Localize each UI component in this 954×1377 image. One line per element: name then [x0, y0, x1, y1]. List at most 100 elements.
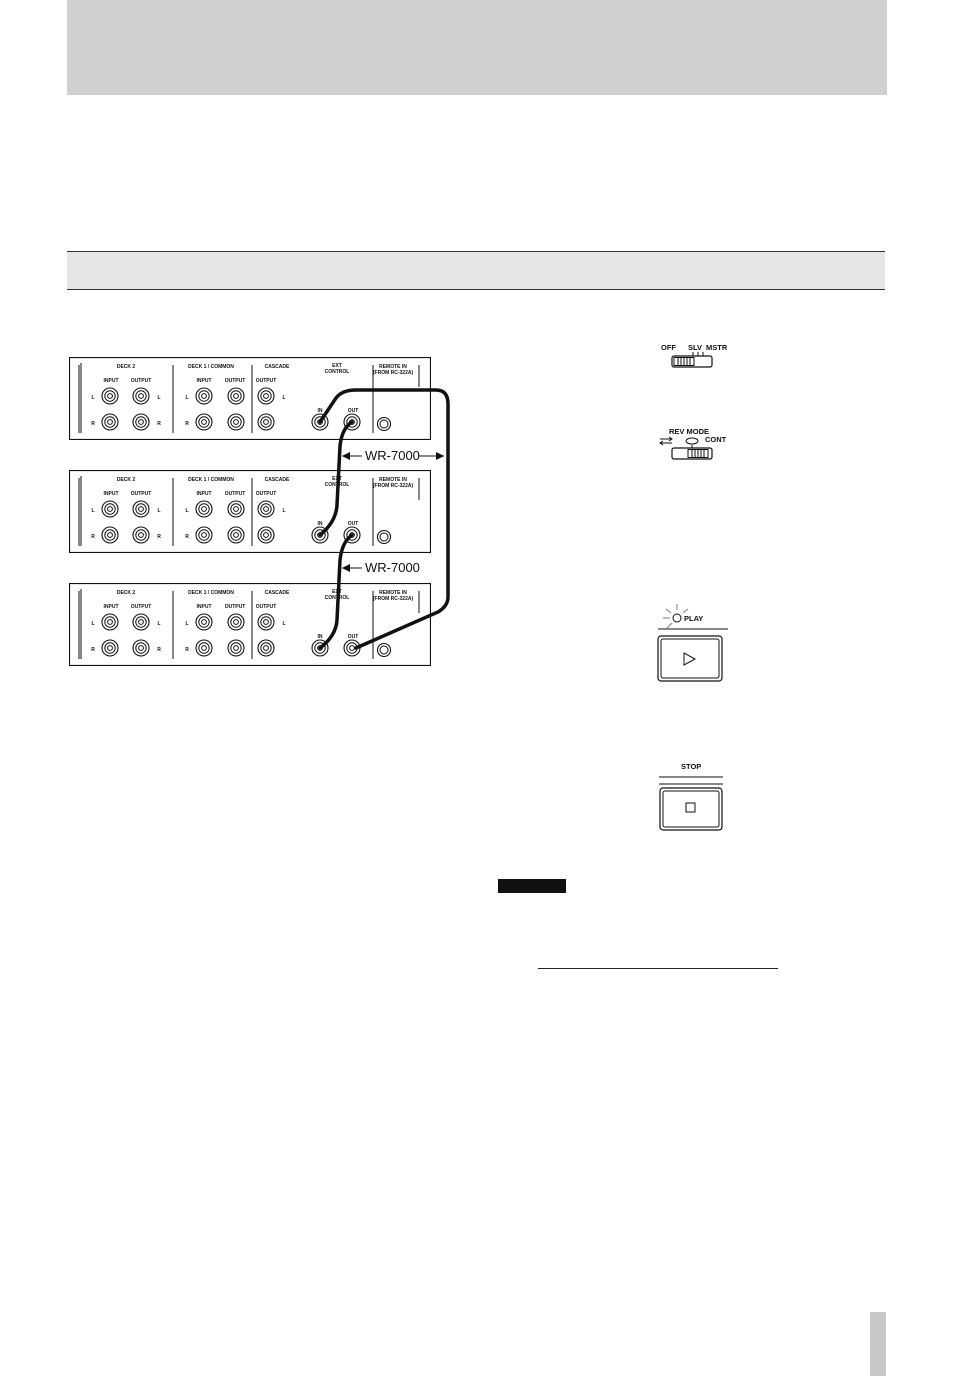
remote-in-source-label: (FROM RC-322A) — [373, 370, 414, 376]
ext-control-label-line1: EXT — [332, 363, 342, 369]
deck1-input-label: INPUT — [197, 491, 212, 497]
stop-icon — [659, 776, 723, 831]
cascade-output-r-jack — [257, 413, 275, 431]
deck2-input-r-jack — [101, 413, 119, 431]
deck2-left-label: L — [91, 395, 94, 401]
rev-mode-switch[interactable]: REV MODE CONT — [655, 425, 735, 465]
deck2-label: DECK 2 — [117, 477, 136, 483]
deck2-output-l-jack — [132, 500, 150, 518]
deck1-output-label: OUTPUT — [225, 491, 246, 497]
cascade-output-l-jack — [257, 613, 275, 631]
deck2-input-l-jack — [101, 500, 119, 518]
remote-in-jack — [376, 416, 392, 432]
cascade-left-label: L — [282, 621, 285, 627]
deck2-input-label: INPUT — [104, 604, 119, 610]
deck2-right-label: R — [91, 647, 95, 653]
remote-in-label: REMOTE IN — [379, 590, 407, 596]
deck1-output-label: OUTPUT — [225, 604, 246, 610]
reverse-arrows-icon — [659, 436, 713, 460]
switch-label-slv: SLV — [688, 343, 703, 352]
deck2-output-label: OUTPUT — [131, 378, 152, 384]
deck1-left-label: L — [185, 508, 188, 514]
ext-in-label: IN — [318, 521, 323, 527]
cascade-output-r-jack — [257, 526, 275, 544]
deck2-right-label: R — [91, 534, 95, 540]
deck2-left-label: L — [91, 621, 94, 627]
ext-out-label: OUT — [348, 521, 359, 527]
deck1-input-r-jack — [195, 526, 213, 544]
ext-in-label: IN — [318, 408, 323, 414]
cable-label-bottom: WR-7000 — [365, 560, 420, 575]
deck1-common-label: DECK 1 / COMMON — [188, 364, 234, 370]
deck2-input-l-jack — [101, 387, 119, 405]
remote-in-jack — [376, 529, 392, 545]
remote-in-label: REMOTE IN — [379, 364, 407, 370]
deck2-output-label: OUTPUT — [131, 491, 152, 497]
deck1-output-r-jack — [227, 526, 245, 544]
deck1-input-l-jack — [195, 613, 213, 631]
deck1-output-r-jack — [227, 639, 245, 657]
deck2-output-l-jack — [132, 613, 150, 631]
deck2-out-right-label: R — [157, 421, 161, 427]
deck1-output-label: OUTPUT — [225, 378, 246, 384]
play-button[interactable]: PLAY — [655, 598, 733, 686]
switch-label-mstr: MSTR — [706, 343, 728, 352]
deck2-output-label: OUTPUT — [131, 604, 152, 610]
deck2-input-label: INPUT — [104, 491, 119, 497]
deck2-input-r-jack — [101, 639, 119, 657]
deck1-output-l-jack — [227, 613, 245, 631]
sync-mode-switch[interactable]: OFF SLV MSTR — [655, 340, 735, 370]
cascade-left-label: L — [282, 395, 285, 401]
cable-label-top: WR-7000 — [365, 448, 420, 463]
deck2-input-l-jack — [101, 613, 119, 631]
deck2-input-label: INPUT — [104, 378, 119, 384]
deck2-output-r-jack — [132, 413, 150, 431]
page-header-band — [67, 0, 887, 95]
play-label: PLAY — [684, 614, 704, 623]
note-label-block — [498, 879, 566, 893]
divider-rule — [538, 968, 778, 969]
deck2-left-label: L — [91, 508, 94, 514]
deck1-output-l-jack — [227, 500, 245, 518]
cascade-output-r-jack — [257, 639, 275, 657]
cascade-label: CASCADE — [265, 590, 290, 596]
deck1-input-l-jack — [195, 500, 213, 518]
deck1-right-label: R — [185, 534, 189, 540]
deck2-out-right-label: R — [157, 647, 161, 653]
stop-button[interactable]: STOP — [655, 760, 733, 835]
deck2-out-left-label: L — [157, 395, 160, 401]
page-edge-tab — [870, 1312, 886, 1376]
remote-in-jack — [376, 642, 392, 658]
cascade-output-label: OUTPUT — [256, 491, 277, 497]
deck1-right-label: R — [185, 421, 189, 427]
cascade-output-l-jack — [257, 387, 275, 405]
remote-in-label: REMOTE IN — [379, 477, 407, 483]
deck1-common-label: DECK 1 / COMMON — [188, 477, 234, 483]
cascade-label: CASCADE — [265, 364, 290, 370]
cascade-left-label: L — [282, 508, 285, 514]
wr7000-cables — [318, 388, 450, 650]
deck1-output-l-jack — [227, 387, 245, 405]
deck1-input-l-jack — [195, 387, 213, 405]
play-icon — [657, 604, 728, 682]
rev-mode-title: REV MODE — [669, 427, 710, 436]
cascade-label: CASCADE — [265, 477, 290, 483]
ext-in-label: IN — [318, 634, 323, 640]
switch-label-off: OFF — [661, 343, 676, 352]
deck1-input-r-jack — [195, 639, 213, 657]
deck2-out-left-label: L — [157, 621, 160, 627]
deck2-label: DECK 2 — [117, 364, 136, 370]
stop-label: STOP — [681, 762, 702, 771]
cascade-output-label: OUTPUT — [256, 604, 277, 610]
deck2-input-r-jack — [101, 526, 119, 544]
slide-switch-icon — [671, 352, 713, 368]
deck2-out-right-label: R — [157, 534, 161, 540]
ext-out-label: OUT — [348, 408, 359, 414]
ext-control-label-line2: CONTROL — [325, 369, 350, 375]
deck2-output-r-jack — [132, 526, 150, 544]
deck1-left-label: L — [185, 621, 188, 627]
remote-in-source-label: (FROM RC-322A) — [373, 483, 414, 489]
ext-out-label: OUT — [348, 634, 359, 640]
deck1-input-label: INPUT — [197, 604, 212, 610]
deck1-input-r-jack — [195, 413, 213, 431]
